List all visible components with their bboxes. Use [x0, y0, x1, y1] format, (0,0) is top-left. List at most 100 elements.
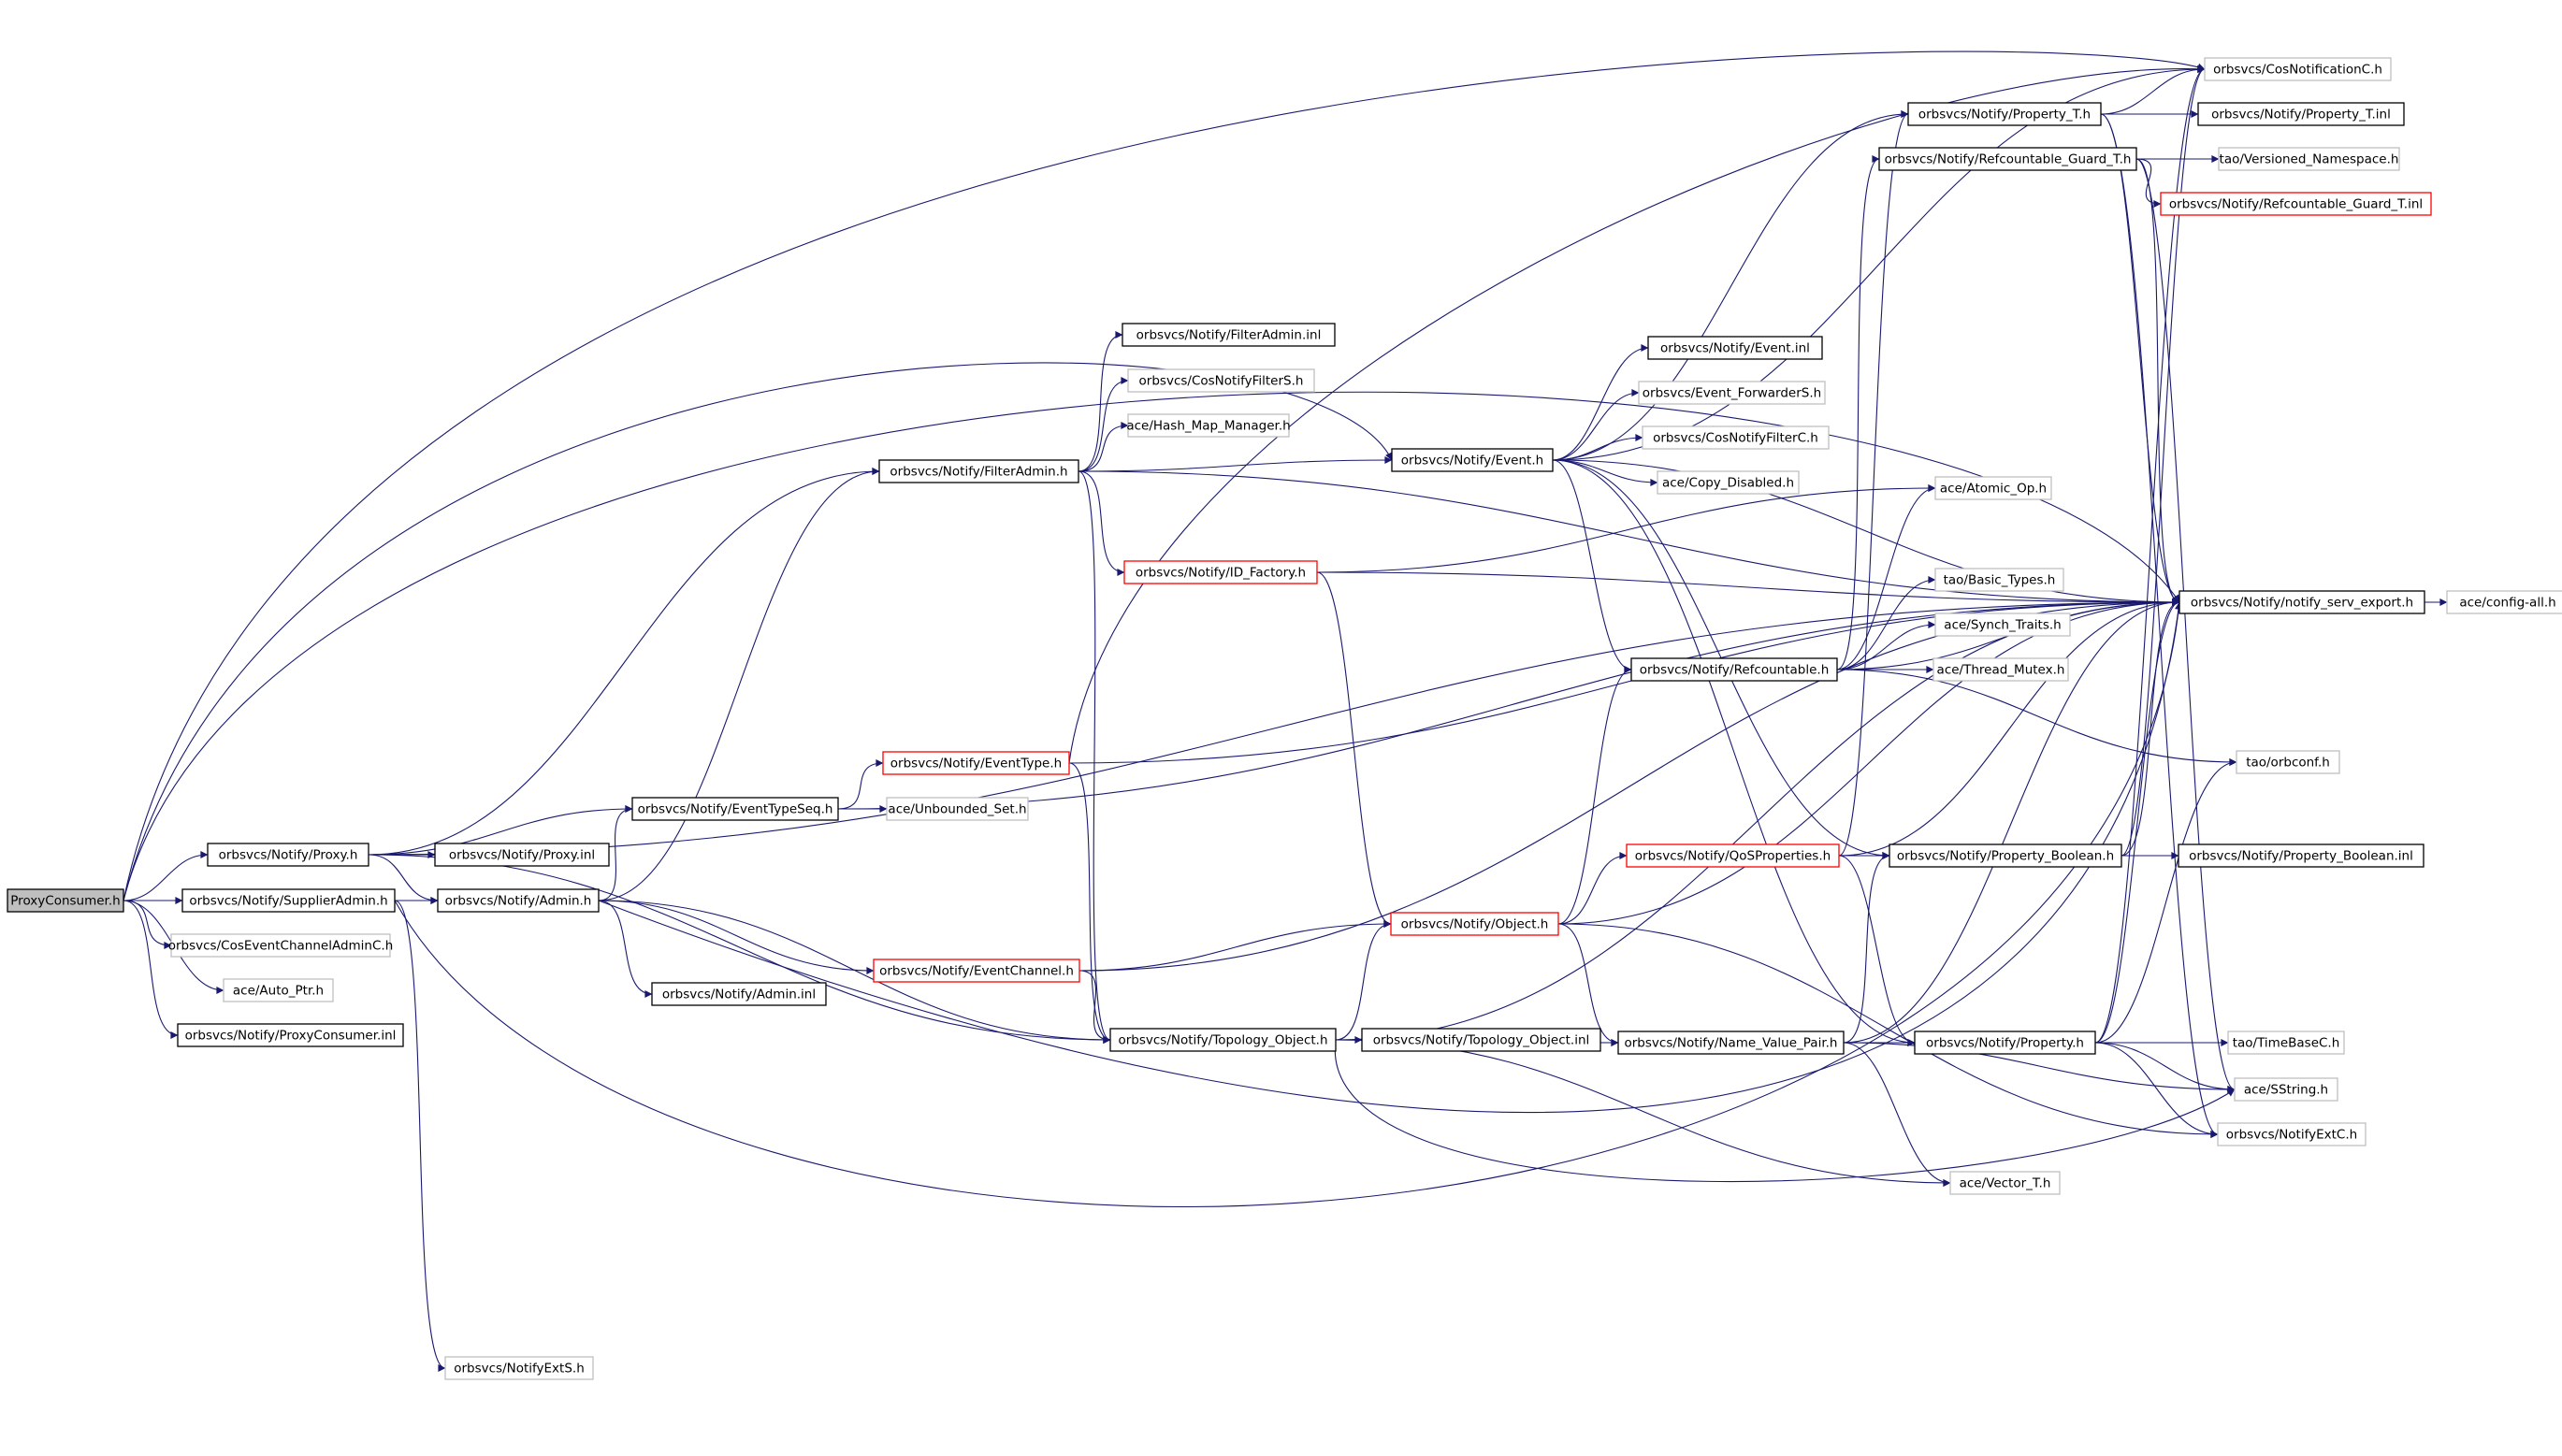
node-label: ace/SString.h	[2244, 1083, 2328, 1098]
node-label: orbsvcs/Notify/Property_T.h	[1918, 108, 2091, 123]
node-proxy-h[interactable]: orbsvcs/Notify/Proxy.h	[207, 843, 369, 867]
node-box	[1391, 448, 1554, 472]
edge-property-t-h-to-cosnotificationc-h	[2100, 65, 2206, 115]
edge-topology-object-h-to-vector-t-h	[1335, 1039, 1951, 1187]
node-property-boolean-h[interactable]: orbsvcs/Notify/Property_Boolean.h	[1889, 843, 2122, 868]
node-refcountable-guard-t-inl[interactable]: orbsvcs/Notify/Refcountable_Guard_T.inl	[2160, 192, 2432, 216]
node-label: tao/Basic_Types.h	[1944, 573, 2056, 588]
edge-event-h-to-property-t-h	[1552, 110, 1909, 461]
node-refcountable-guard-t-h[interactable]: orbsvcs/Notify/Refcountable_Guard_T.h	[1878, 147, 2137, 171]
node-label: ace/Auto_Ptr.h	[233, 984, 324, 999]
node-versioned-namespace-h[interactable]: tao/Versioned_Namespace.h	[2218, 147, 2400, 171]
node-label: orbsvcs/Notify/EventTypeSeq.h	[638, 802, 833, 817]
node-property-t-inl[interactable]: orbsvcs/Notify/Property_T.inl	[2197, 102, 2405, 126]
node-proxy-inl[interactable]: orbsvcs/Notify/Proxy.inl	[434, 843, 610, 867]
node-notifyextc-h[interactable]: orbsvcs/NotifyExtC.h	[2217, 1122, 2367, 1146]
node-box	[2217, 1122, 2367, 1146]
node-admin-inl[interactable]: orbsvcs/Notify/Admin.inl	[651, 982, 827, 1006]
edge-property-boolean-h-to-cosnotificationc-h	[2121, 65, 2206, 857]
node-event-forwarders-h[interactable]: orbsvcs/Event_ForwarderS.h	[1638, 381, 1826, 405]
node-atomic-op-h[interactable]: ace/Atomic_Op.h	[1934, 476, 2052, 500]
node-cosnotifyfilters-h[interactable]: orbsvcs/CosNotifyFilterS.h	[1127, 368, 1315, 393]
node-name-value-pair-h[interactable]: orbsvcs/Notify/Name_Value_Pair.h	[1617, 1031, 1845, 1055]
node-eventchannel-h[interactable]: orbsvcs/Notify/EventChannel.h	[873, 959, 1080, 983]
node-label: orbsvcs/CosEventChannelAdminC.h	[168, 939, 394, 954]
node-eventtype-h[interactable]: orbsvcs/Notify/EventType.h	[882, 751, 1070, 775]
edge-filteradmin-h-to-notify-serv-export-h	[1078, 470, 2180, 606]
edge-name-value-pair-h-to-sstring-h	[1843, 1042, 2236, 1093]
node-label: orbsvcs/Notify/Object.h	[1401, 917, 1549, 932]
node-box	[437, 888, 600, 913]
node-synch-traits-h[interactable]: ace/Synch_Traits.h	[1934, 613, 2071, 637]
edge-event-h-to-notify-serv-export-h	[1552, 459, 2180, 606]
node-basic-types-h[interactable]: tao/Basic_Types.h	[1934, 568, 2064, 592]
node-property-t-h[interactable]: orbsvcs/Notify/Property_T.h	[1907, 102, 2102, 126]
node-label: orbsvcs/Notify/FilterAdmin.h	[890, 465, 1067, 480]
edge-filteradmin-h-to-filteradmin-inl	[1078, 331, 1123, 472]
node-box	[1617, 1031, 1845, 1055]
edge-name-value-pair-h-to-vector-t-h	[1843, 1042, 1951, 1187]
node-box	[1127, 413, 1290, 438]
node-sstring-h[interactable]: ace/SString.h	[2234, 1077, 2338, 1102]
node-box	[2227, 1031, 2345, 1055]
node-label: orbsvcs/Notify/Refcountable_Guard_T.inl	[2169, 197, 2423, 212]
node-config-all-h[interactable]: ace/config-all.h	[2446, 590, 2562, 614]
node-admin-h[interactable]: orbsvcs/Notify/Admin.h	[437, 888, 600, 913]
node-box	[207, 843, 369, 867]
node-id-factory-h[interactable]: orbsvcs/Notify/ID_Factory.h	[1123, 560, 1318, 584]
node-box	[2218, 147, 2400, 171]
node-filteradmin-h[interactable]: orbsvcs/Notify/FilterAdmin.h	[878, 459, 1079, 483]
edge-object-h-to-name-value-pair-h	[1557, 923, 1619, 1046]
node-notifyexts-h[interactable]: orbsvcs/NotifyExtS.h	[444, 1356, 594, 1380]
edge-proxy-h-to-filteradmin-h	[368, 468, 880, 856]
node-box	[1878, 147, 2137, 171]
node-label: orbsvcs/Notify/ProxyConsumer.inl	[185, 1029, 397, 1044]
node-property-h[interactable]: orbsvcs/Notify/Property.h	[1914, 1031, 2096, 1055]
edge-name-value-pair-h-to-property-boolean-h	[1843, 852, 1890, 1044]
node-box	[2178, 590, 2425, 614]
node-supplieradmin-h[interactable]: orbsvcs/Notify/SupplierAdmin.h	[181, 888, 396, 913]
edge-name-value-pair-h-to-notify-serv-export-h	[1843, 598, 2180, 1044]
node-cosnotifyfilterc-h[interactable]: orbsvcs/CosNotifyFilterC.h	[1642, 425, 1830, 450]
node-coseventchanneladminc-h[interactable]: orbsvcs/CosEventChannelAdminC.h	[168, 933, 394, 958]
node-label: orbsvcs/Notify/Refcountable.h	[1640, 663, 1830, 678]
node-event-inl[interactable]: orbsvcs/Notify/Event.inl	[1647, 336, 1823, 360]
node-label: orbsvcs/CosNotifyFilterC.h	[1653, 431, 1818, 446]
node-timebasec-h[interactable]: tao/TimeBaseC.h	[2227, 1031, 2345, 1055]
node-object-h[interactable]: orbsvcs/Notify/Object.h	[1390, 912, 1559, 936]
node-eventtypeseq-h[interactable]: orbsvcs/Notify/EventTypeSeq.h	[631, 797, 839, 821]
node-topology-object-inl[interactable]: orbsvcs/Notify/Topology_Object.inl	[1361, 1028, 1601, 1052]
node-box	[223, 978, 334, 1002]
node-cosnotificationc-h[interactable]: orbsvcs/CosNotificationC.h	[2204, 57, 2392, 81]
node-topology-object-h[interactable]: orbsvcs/Notify/Topology_Object.h	[1109, 1028, 1337, 1052]
node-qosproperties-h[interactable]: orbsvcs/Notify/QoSProperties.h	[1626, 843, 1840, 868]
edges-layer	[123, 50, 2448, 1372]
node-property-boolean-inl[interactable]: orbsvcs/Notify/Property_Boolean.inl	[2178, 843, 2424, 868]
edge-refcountable-h-to-synch-traits-h	[1836, 621, 1936, 670]
node-copy-disabled-h[interactable]: ace/Copy_Disabled.h	[1657, 470, 1800, 495]
edge-admin-h-to-notify-serv-export-h	[598, 601, 2182, 1114]
node-label: ace/Thread_Mutex.h	[1937, 663, 2065, 678]
node-auto-ptr-h[interactable]: ace/Auto_Ptr.h	[223, 978, 334, 1002]
node-proxyconsumer-h[interactable]: ProxyConsumer.h	[7, 888, 124, 913]
node-notify-serv-export-h[interactable]: orbsvcs/Notify/notify_serv_export.h	[2178, 590, 2425, 614]
node-unbounded-set-h[interactable]: ace/Unbounded_Set.h	[886, 797, 1029, 821]
edge-refcountable-guard-t-h-to-sstring-h	[2135, 158, 2236, 1093]
node-label: ace/Copy_Disabled.h	[1662, 476, 1794, 491]
edge-eventtype-h-to-cosnotificationc-h	[1068, 65, 2206, 764]
node-label: ace/Unbounded_Set.h	[888, 802, 1026, 817]
edge-supplieradmin-h-to-notifyexts-h	[394, 900, 446, 1372]
node-label: orbsvcs/Notify/Property.h	[1926, 1036, 2084, 1051]
node-hash-map-manager-h[interactable]: ace/Hash_Map_Manager.h	[1126, 413, 1291, 438]
node-proxyconsumer-inl[interactable]: orbsvcs/Notify/ProxyConsumer.inl	[177, 1023, 404, 1047]
edge-proxy-h-to-admin-h	[368, 854, 439, 904]
node-refcountable-h[interactable]: orbsvcs/Notify/Refcountable.h	[1630, 657, 1838, 682]
edge-qosproperties-h-to-property-h	[1838, 855, 1916, 1046]
node-event-h[interactable]: orbsvcs/Notify/Event.h	[1391, 448, 1554, 472]
node-filteradmin-inl[interactable]: orbsvcs/Notify/FilterAdmin.inl	[1122, 323, 1336, 347]
node-thread-mutex-h[interactable]: ace/Thread_Mutex.h	[1932, 657, 2069, 682]
node-vector-t-h[interactable]: ace/Vector_T.h	[1949, 1171, 2061, 1195]
node-orbconf-h[interactable]: tao/orbconf.h	[2236, 750, 2340, 774]
edge-refcountable-h-to-atomic-op-h	[1836, 484, 1936, 670]
node-box	[170, 933, 391, 958]
